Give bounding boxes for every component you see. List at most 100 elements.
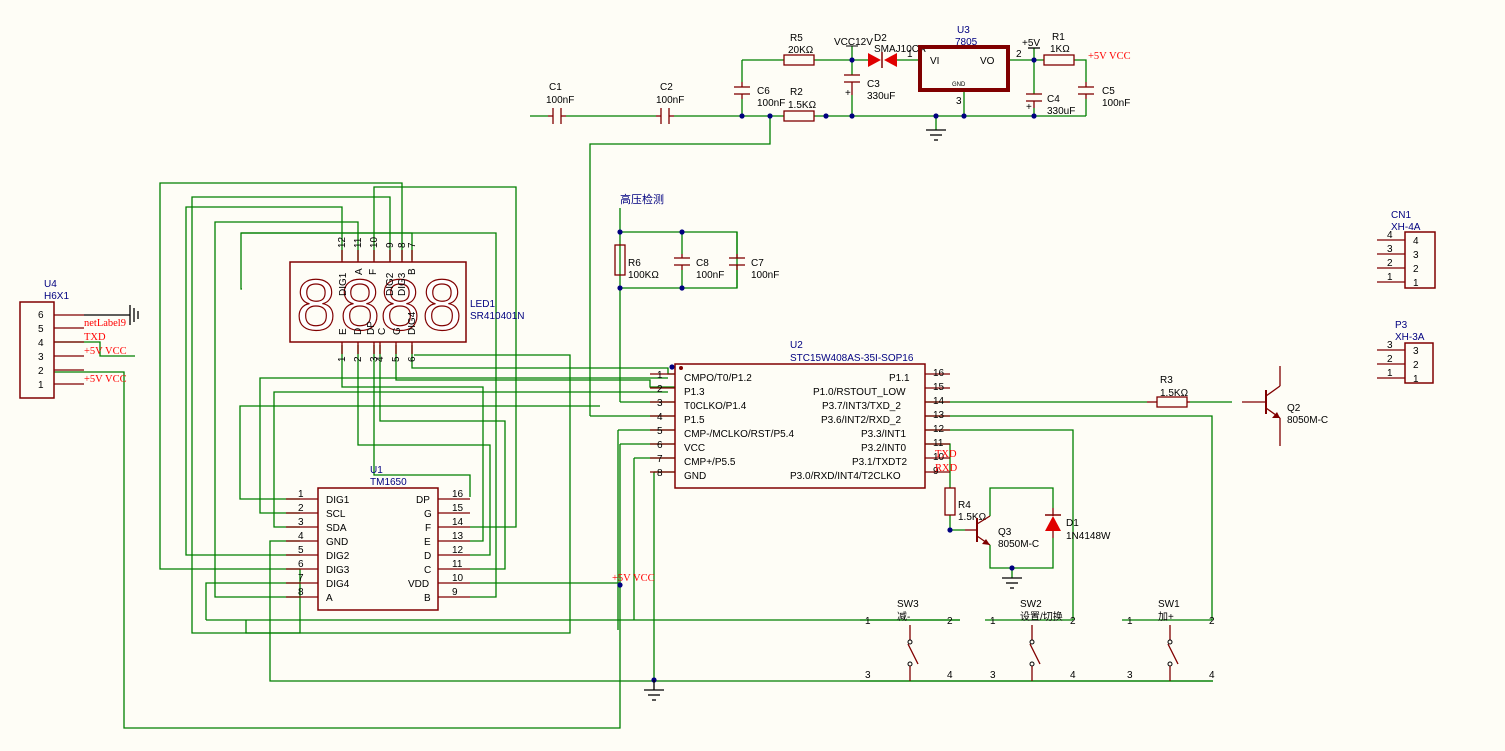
u1-pin13: 13	[452, 531, 464, 542]
u2-name-p13: P1.3	[684, 387, 705, 398]
u1-name-dp: DP	[416, 495, 430, 506]
u4-pin3: 3	[38, 352, 44, 363]
plus5v-label: +5V	[1022, 38, 1040, 49]
u3-pin2: 2	[1016, 49, 1022, 60]
u3-vi: VI	[930, 56, 939, 67]
led1-name-dp: DP	[366, 321, 377, 335]
p3-ref: P3	[1395, 320, 1408, 331]
u2-pin6: 6	[657, 440, 663, 451]
u4-value: H6X1	[44, 291, 69, 302]
cn1-value: XH-4A	[1391, 222, 1421, 233]
r2-ref: R2	[790, 87, 803, 98]
u2-name-p36: P3.6/INT2/RXD_2	[821, 415, 901, 426]
u4-pin2: 2	[38, 366, 44, 377]
led1-ref: LED1	[470, 299, 495, 310]
u4-net-label9: netLabel9	[84, 318, 126, 329]
u1-pin15: 15	[452, 503, 464, 514]
u4-pin1: 1	[38, 380, 44, 391]
u1-name-sda: SDA	[326, 523, 347, 534]
u1-name-g: G	[424, 509, 432, 520]
sw2-pin2: 2	[1070, 616, 1076, 627]
q3-section: R4 1.5KΩ Q3 8050M-C D1 1N4148W	[944, 487, 1111, 589]
u4-net-txd: TXD	[84, 332, 106, 343]
c4-ref: C4	[1047, 94, 1060, 105]
digit-glyph: 8	[296, 266, 336, 346]
u2-name-p33: P3.3/INT1	[861, 429, 906, 440]
u2-mcu: U2 STC15W408AS-35I-SOP16 1 2 3 4 5 6 7 8…	[650, 340, 958, 489]
led1-value: SR410401N	[470, 311, 524, 322]
d1-ref: D1	[1066, 518, 1079, 529]
led1-pin1: 1	[337, 356, 348, 362]
p3-connector: P3 XH-3A 3 2 1 3 2 1	[1377, 320, 1434, 385]
led1-pin12: 12	[337, 236, 348, 248]
p3-pin2-out: 2	[1387, 354, 1393, 365]
q3-value: 8050M-C	[998, 539, 1039, 550]
sw1-pin4: 4	[1209, 670, 1215, 681]
cn1-pin3-out: 3	[1387, 244, 1393, 255]
u1-name-vdd: VDD	[408, 579, 429, 590]
c8-ref: C8	[696, 258, 709, 269]
u2-pin16: 16	[933, 368, 945, 379]
c1-ref: C1	[549, 82, 562, 93]
u1-name-f: F	[425, 523, 431, 534]
r6-value: 100KΩ	[628, 270, 659, 281]
u2-name-p15: P1.5	[684, 415, 705, 426]
sw1-pin1: 1	[1127, 616, 1133, 627]
c8-value: 100nF	[696, 270, 724, 281]
u2-name-p31: P3.1/TXDT2	[852, 457, 907, 468]
u2-pin14: 14	[933, 396, 945, 407]
u1-pin1: 1	[298, 489, 304, 500]
u2-pin3: 3	[657, 398, 663, 409]
u2-name-p10: P1.0/RSTOUT_LOW	[813, 387, 906, 398]
r1-value: 1KΩ	[1050, 44, 1070, 55]
u2-pin4: 4	[657, 412, 663, 423]
u1-pin6: 6	[298, 559, 304, 570]
cn1-pin1-out: 1	[1387, 272, 1393, 283]
u1-name-d: D	[424, 551, 431, 562]
u3-pin1: 1	[907, 49, 913, 60]
switches: SW3 减- 1 2 3 4 SW2 设置/切换 1 2 3 4 SW1 加+ …	[644, 599, 1215, 701]
c5-value: 100nF	[1102, 98, 1130, 109]
p3-pin3-in: 3	[1413, 346, 1419, 357]
u3-ref: U3	[957, 25, 970, 36]
u2-ref: U2	[790, 340, 803, 351]
p3-value: XH-3A	[1395, 332, 1425, 343]
u2-net-txd: TXD	[935, 449, 957, 460]
u4-net-vcc2: +5V VCC	[84, 374, 127, 385]
u2-name-gnd: GND	[684, 471, 706, 482]
u1-pin8: 8	[298, 587, 304, 598]
u4-net-vcc1: +5V VCC	[84, 346, 127, 357]
led1-name-dig3: DIG3	[397, 272, 408, 296]
u1-name-scl: SCL	[326, 509, 346, 520]
q3-ref: Q3	[998, 527, 1012, 538]
u2-pin1: 1	[657, 370, 663, 381]
q2-section: R3 1.5KΩ Q2 8050M-C	[1147, 366, 1328, 446]
npn-transistor-icon	[1242, 366, 1281, 446]
u1-pin3: 3	[298, 517, 304, 528]
d2-value: SMAJ10CA	[874, 44, 926, 55]
led1-pin4: 4	[375, 356, 386, 362]
u1-name-dig4: DIG4	[326, 579, 350, 590]
u4-pin4: 4	[38, 338, 44, 349]
led1-name-a: A	[354, 268, 365, 275]
led1-pin3: 3	[369, 356, 380, 362]
u1-name-c: C	[424, 565, 431, 576]
sw3-pin3: 3	[865, 670, 871, 681]
u4-ref: U4	[44, 279, 57, 290]
u1-pin9: 9	[452, 587, 458, 598]
u1-name-dig3: DIG3	[326, 565, 350, 576]
u1-name-a: A	[326, 593, 333, 604]
led1-pin5: 5	[391, 356, 402, 362]
r4-value: 1.5KΩ	[958, 512, 987, 523]
u1-name-gnd: GND	[326, 537, 348, 548]
r6-ref: R6	[628, 258, 641, 269]
u3-vo: VO	[980, 56, 995, 67]
cn1-ref: CN1	[1391, 210, 1411, 221]
led1-pin11: 11	[353, 237, 364, 248]
hv-detect-label: 高压检测	[620, 192, 664, 206]
sw1-value: 加+	[1158, 611, 1174, 623]
sw2-ref: SW2	[1020, 599, 1042, 610]
u2-pin9: 9	[933, 466, 939, 477]
led1-name-b: B	[407, 268, 418, 275]
